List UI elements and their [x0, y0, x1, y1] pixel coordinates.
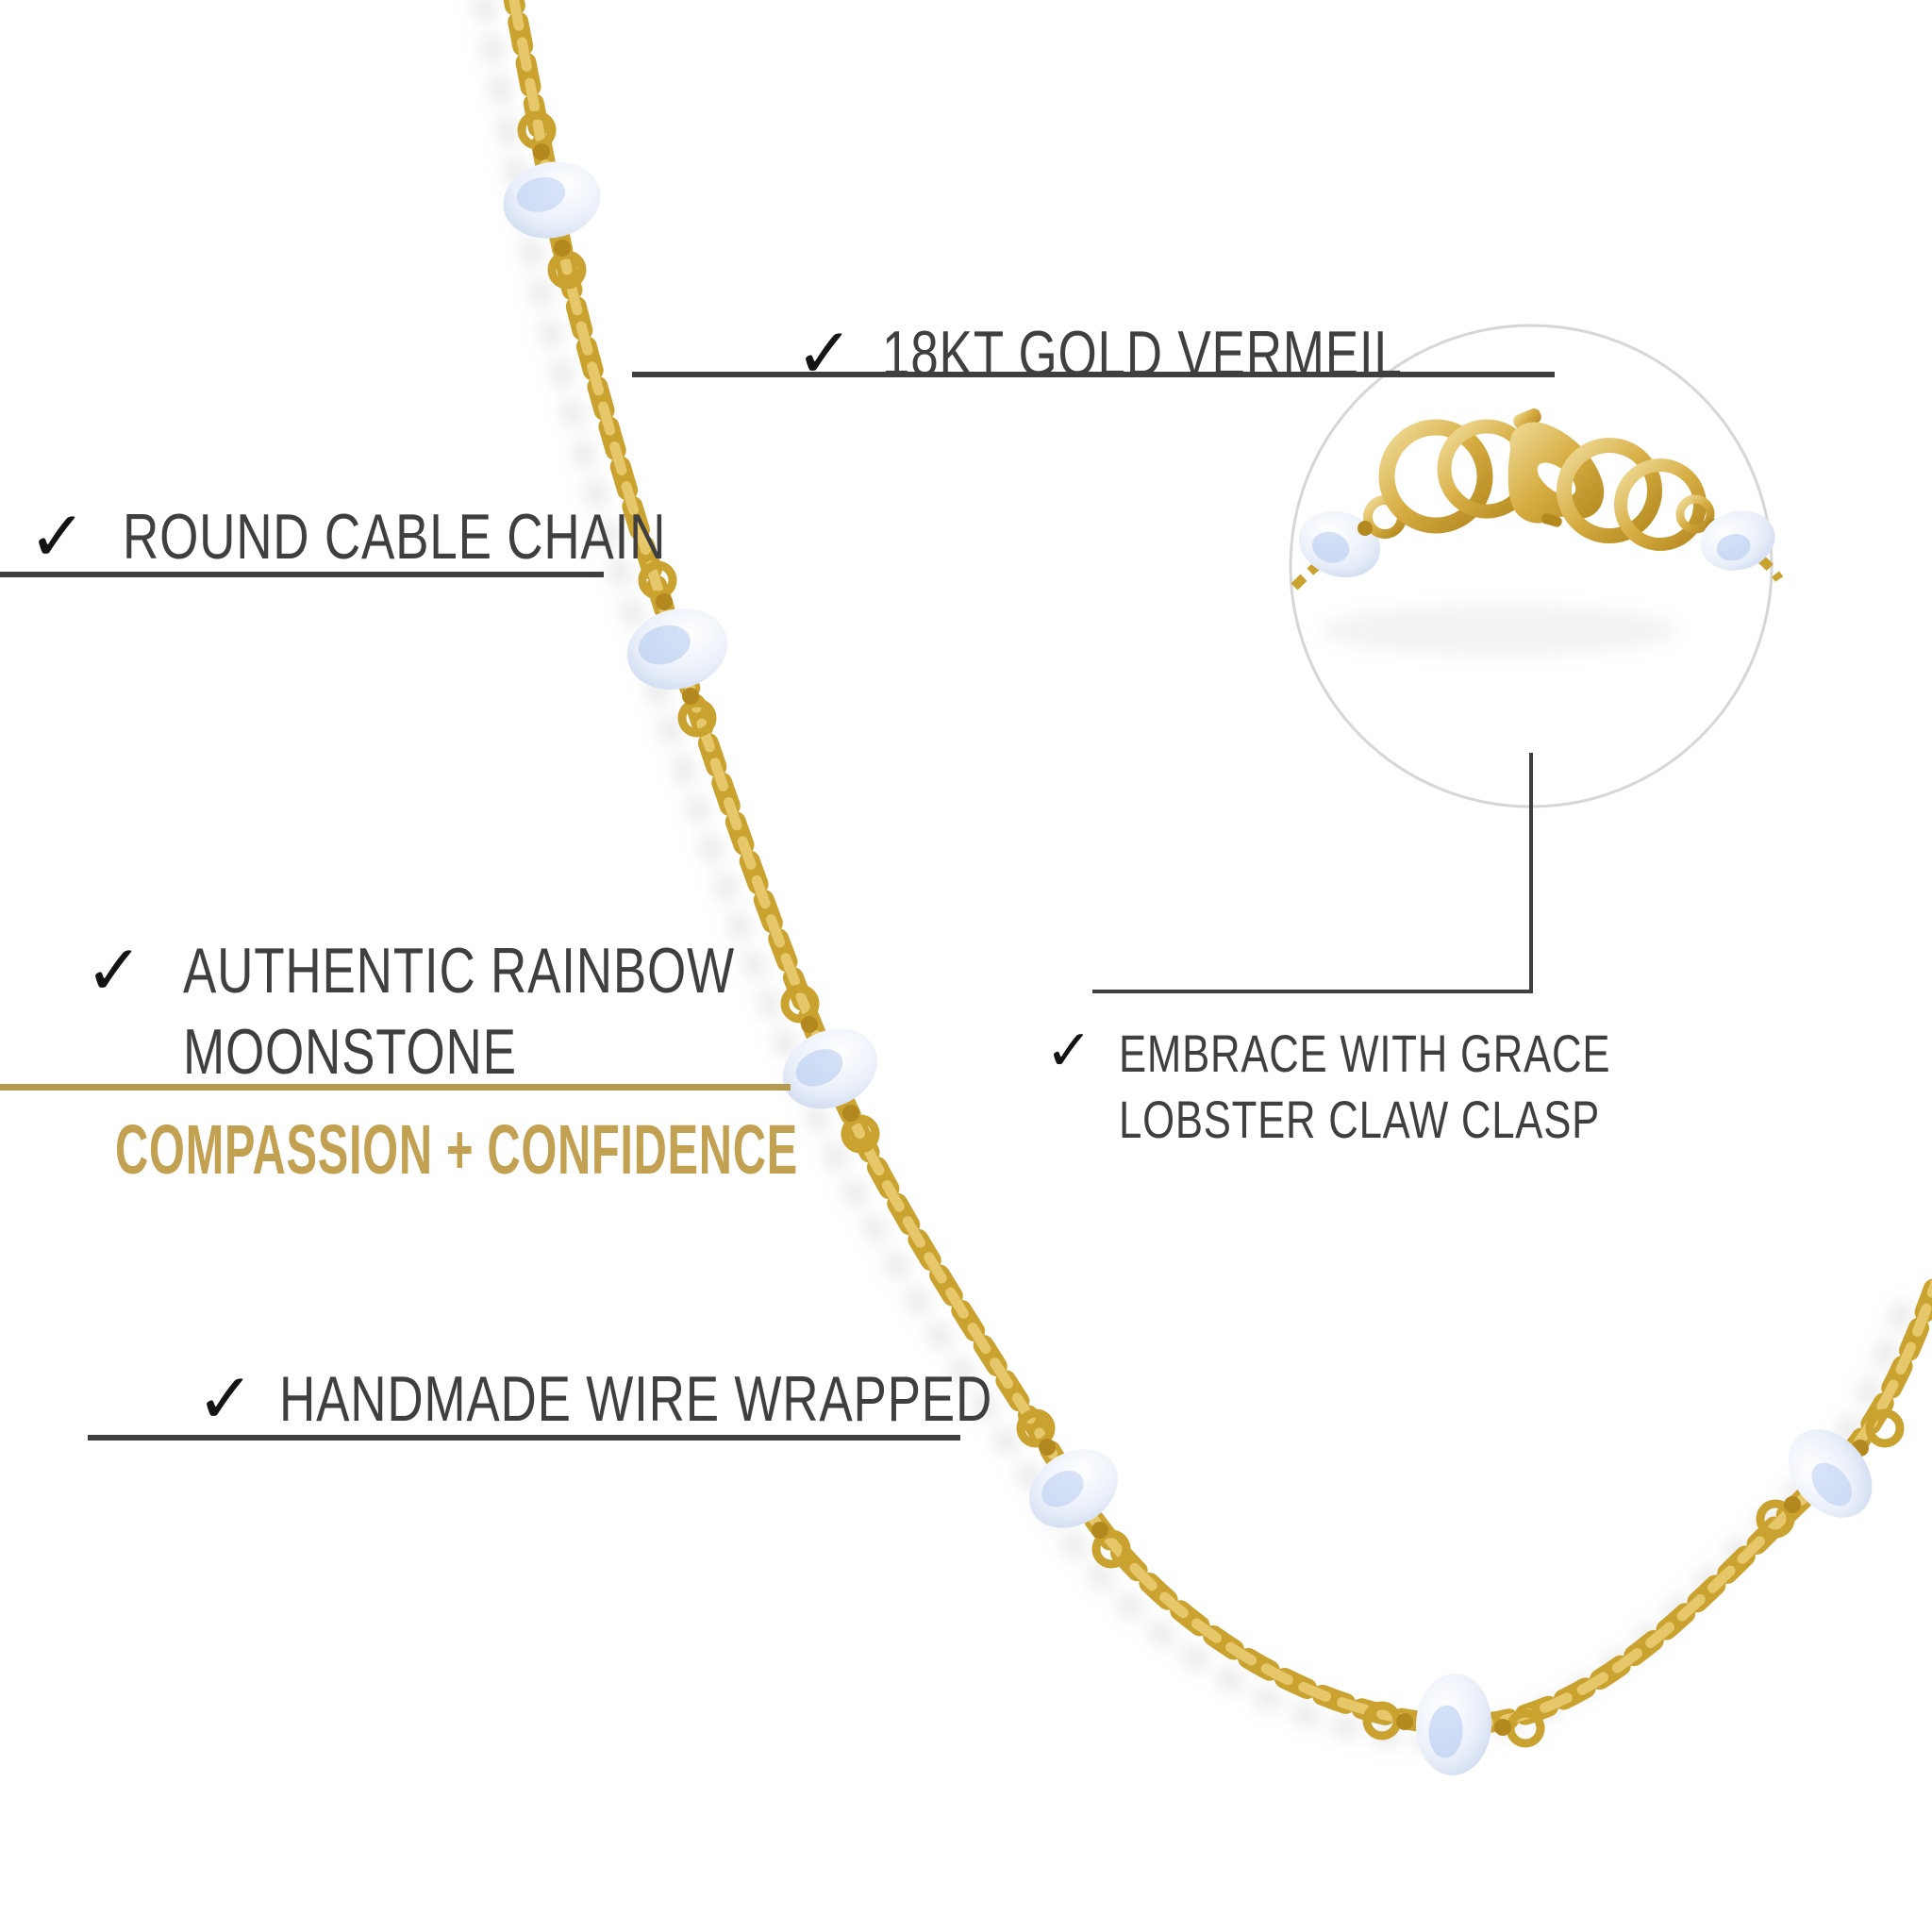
checkmark-icon: ✓	[85, 930, 144, 1011]
callout-clasp: ✓ EMBRACE WITH GRACE LOBSTER CLAW CLASP	[1045, 1021, 1750, 1153]
brand-tagline: COMPASSION + CONFIDENCE	[115, 1110, 798, 1189]
callout-handmade: ✓ HANDMADE WIRE WRAPPED	[196, 1358, 1193, 1440]
callout-cable-chain: ✓ ROUND CABLE CHAIN	[28, 496, 820, 577]
clasp-connector-horizontal	[1092, 990, 1533, 993]
callout-moonstone: ✓ AUTHENTIC RAINBOW MOONSTONE	[85, 930, 891, 1092]
callout-moonstone-line2: MOONSTONE	[183, 1016, 517, 1088]
moonstone-beads	[503, 161, 1873, 1775]
callout-gold-vermeil-label: 18KT GOLD VERMEIL	[882, 318, 1403, 390]
callout-gold-vermeil: ✓ 18KT GOLD VERMEIL	[795, 313, 1549, 394]
clasp-connector-vertical	[1529, 753, 1533, 993]
callout-handmade-label: HANDMADE WIRE WRAPPED	[279, 1363, 993, 1435]
callout-moonstone-line1: AUTHENTIC RAINBOW	[183, 935, 735, 1007]
checkmark-icon: ✓	[196, 1358, 256, 1440]
checkmark-icon: ✓	[1045, 1018, 1093, 1084]
underline-gold-vermeil	[632, 372, 1555, 377]
underline-cable-chain	[0, 572, 604, 577]
cable-chain	[503, 0, 1932, 1736]
underline-handmade	[88, 1435, 960, 1441]
callout-cable-chain-label: ROUND CABLE CHAIN	[123, 501, 667, 573]
divider-gold-tagline	[0, 1084, 791, 1091]
chain-shadow	[473, 0, 1917, 1750]
callout-clasp-line2: LOBSTER CLAW CLASP	[1119, 1090, 1601, 1149]
clasp-detail-inset	[1289, 324, 1784, 808]
callout-clasp-line1: EMBRACE WITH GRACE	[1119, 1024, 1611, 1083]
checkmark-icon: ✓	[795, 313, 855, 394]
checkmark-icon: ✓	[28, 496, 88, 577]
